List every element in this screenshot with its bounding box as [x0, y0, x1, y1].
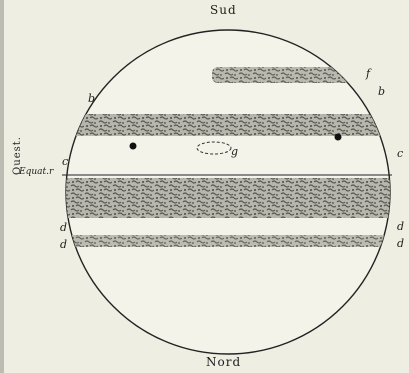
band-d-right-lower-label: d [397, 238, 404, 249]
satellite-shadow-right [335, 134, 342, 141]
band-c-right-label: c [397, 148, 403, 159]
direction-north-label: Nord [206, 356, 241, 368]
band-b-right-label: b [378, 86, 385, 97]
band-f-label: f [366, 68, 370, 79]
band-d [66, 235, 392, 247]
band-d-left-lower-label: d [60, 239, 67, 250]
band-c-lower [60, 178, 394, 218]
direction-south-label: Sud [210, 4, 237, 16]
band-c-left-label: c [62, 156, 68, 167]
band-b [66, 114, 392, 136]
spot-g-label: g [231, 146, 238, 157]
band-d-left-upper-label: d [60, 222, 67, 233]
equator-label: Equat.r [19, 168, 53, 177]
band-b-left-label: b [88, 93, 95, 104]
band-d-right-upper-label: d [397, 221, 404, 232]
satellite-shadow-left [130, 143, 137, 150]
